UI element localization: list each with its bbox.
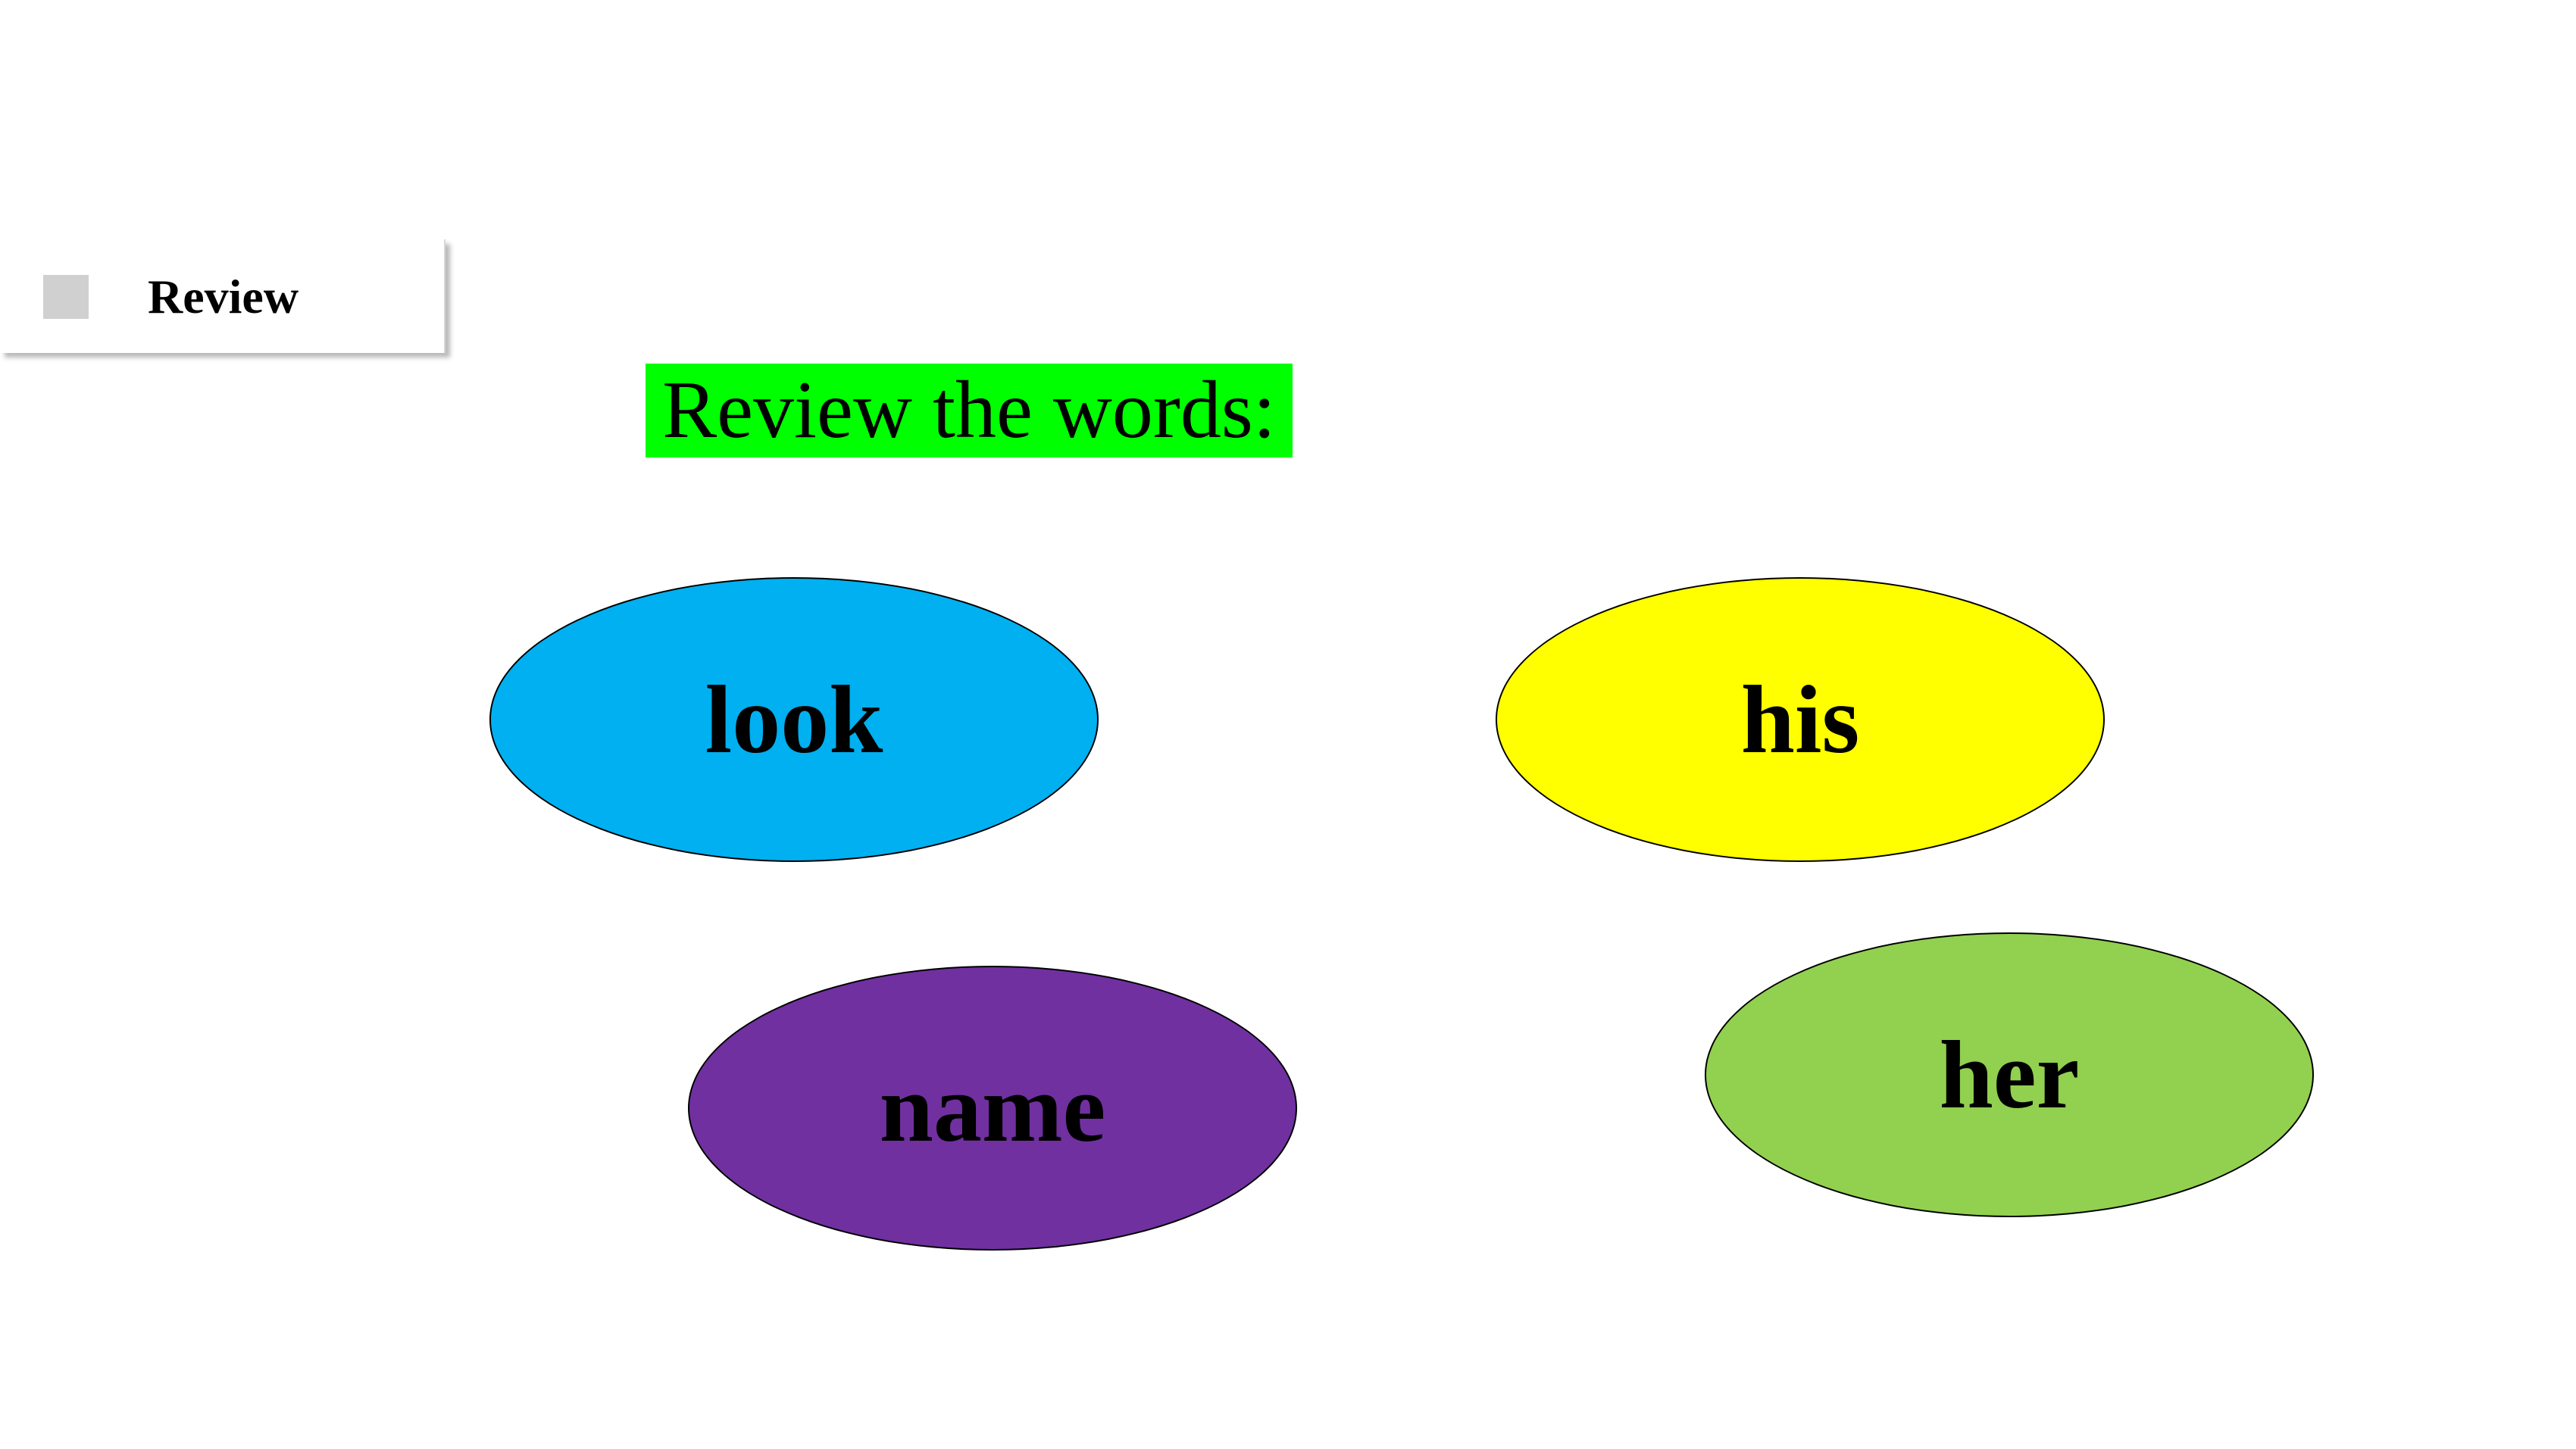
word-label: name	[879, 1054, 1106, 1162]
word-label: look	[705, 666, 883, 773]
word-label: her	[1939, 1021, 2080, 1129]
section-tab: Review	[0, 239, 445, 353]
section-marker-icon	[43, 275, 89, 319]
word-bubble-her: her	[1705, 932, 2314, 1217]
word-bubble-name: name	[688, 966, 1297, 1251]
word-bubble-look: look	[489, 577, 1099, 862]
word-bubble-his: his	[1496, 577, 2105, 862]
word-label: his	[1740, 666, 1860, 773]
section-tab-label: Review	[148, 270, 299, 323]
page-heading-text: Review the words:	[662, 365, 1276, 455]
page-heading: Review the words:	[646, 364, 1293, 457]
